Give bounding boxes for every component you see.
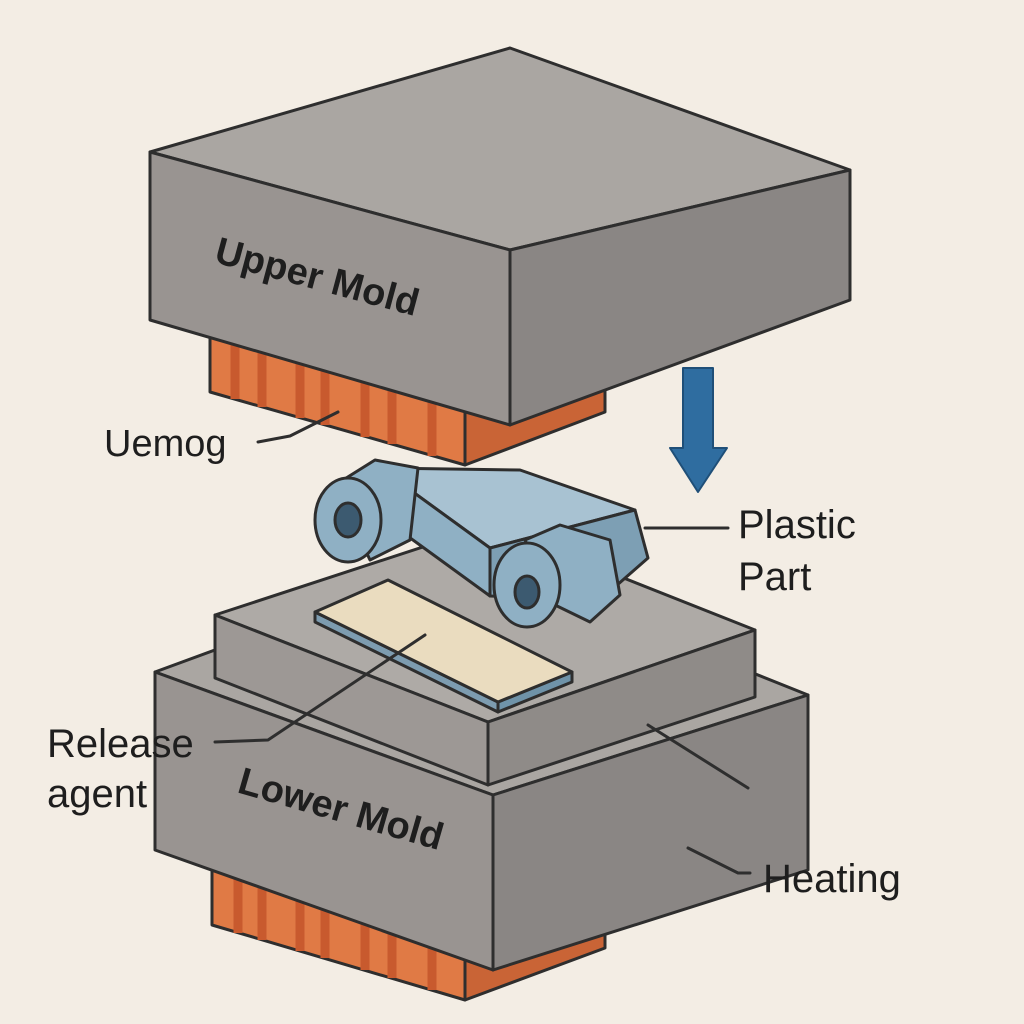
down-arrow-icon [669, 367, 728, 493]
plastic-part-label-line2: Part [738, 555, 811, 599]
leader-lines [213, 410, 752, 875]
platform-leader [646, 723, 750, 790]
release-agent-label-line2: agent [47, 772, 147, 816]
release-agent-label-line1: Release [47, 722, 194, 766]
plastic-part-label-line1: Plastic [738, 503, 856, 547]
plastic-part [313, 458, 650, 629]
uemog-label: Uemog [104, 423, 227, 465]
heating-label: Heating [763, 857, 901, 901]
uemog-leader [256, 410, 340, 444]
release-agent-pad [313, 578, 574, 714]
lower-mold-platform [213, 523, 757, 787]
heating-leader [686, 846, 752, 875]
release-agent-leader [213, 633, 427, 744]
upper-mold [148, 46, 852, 427]
